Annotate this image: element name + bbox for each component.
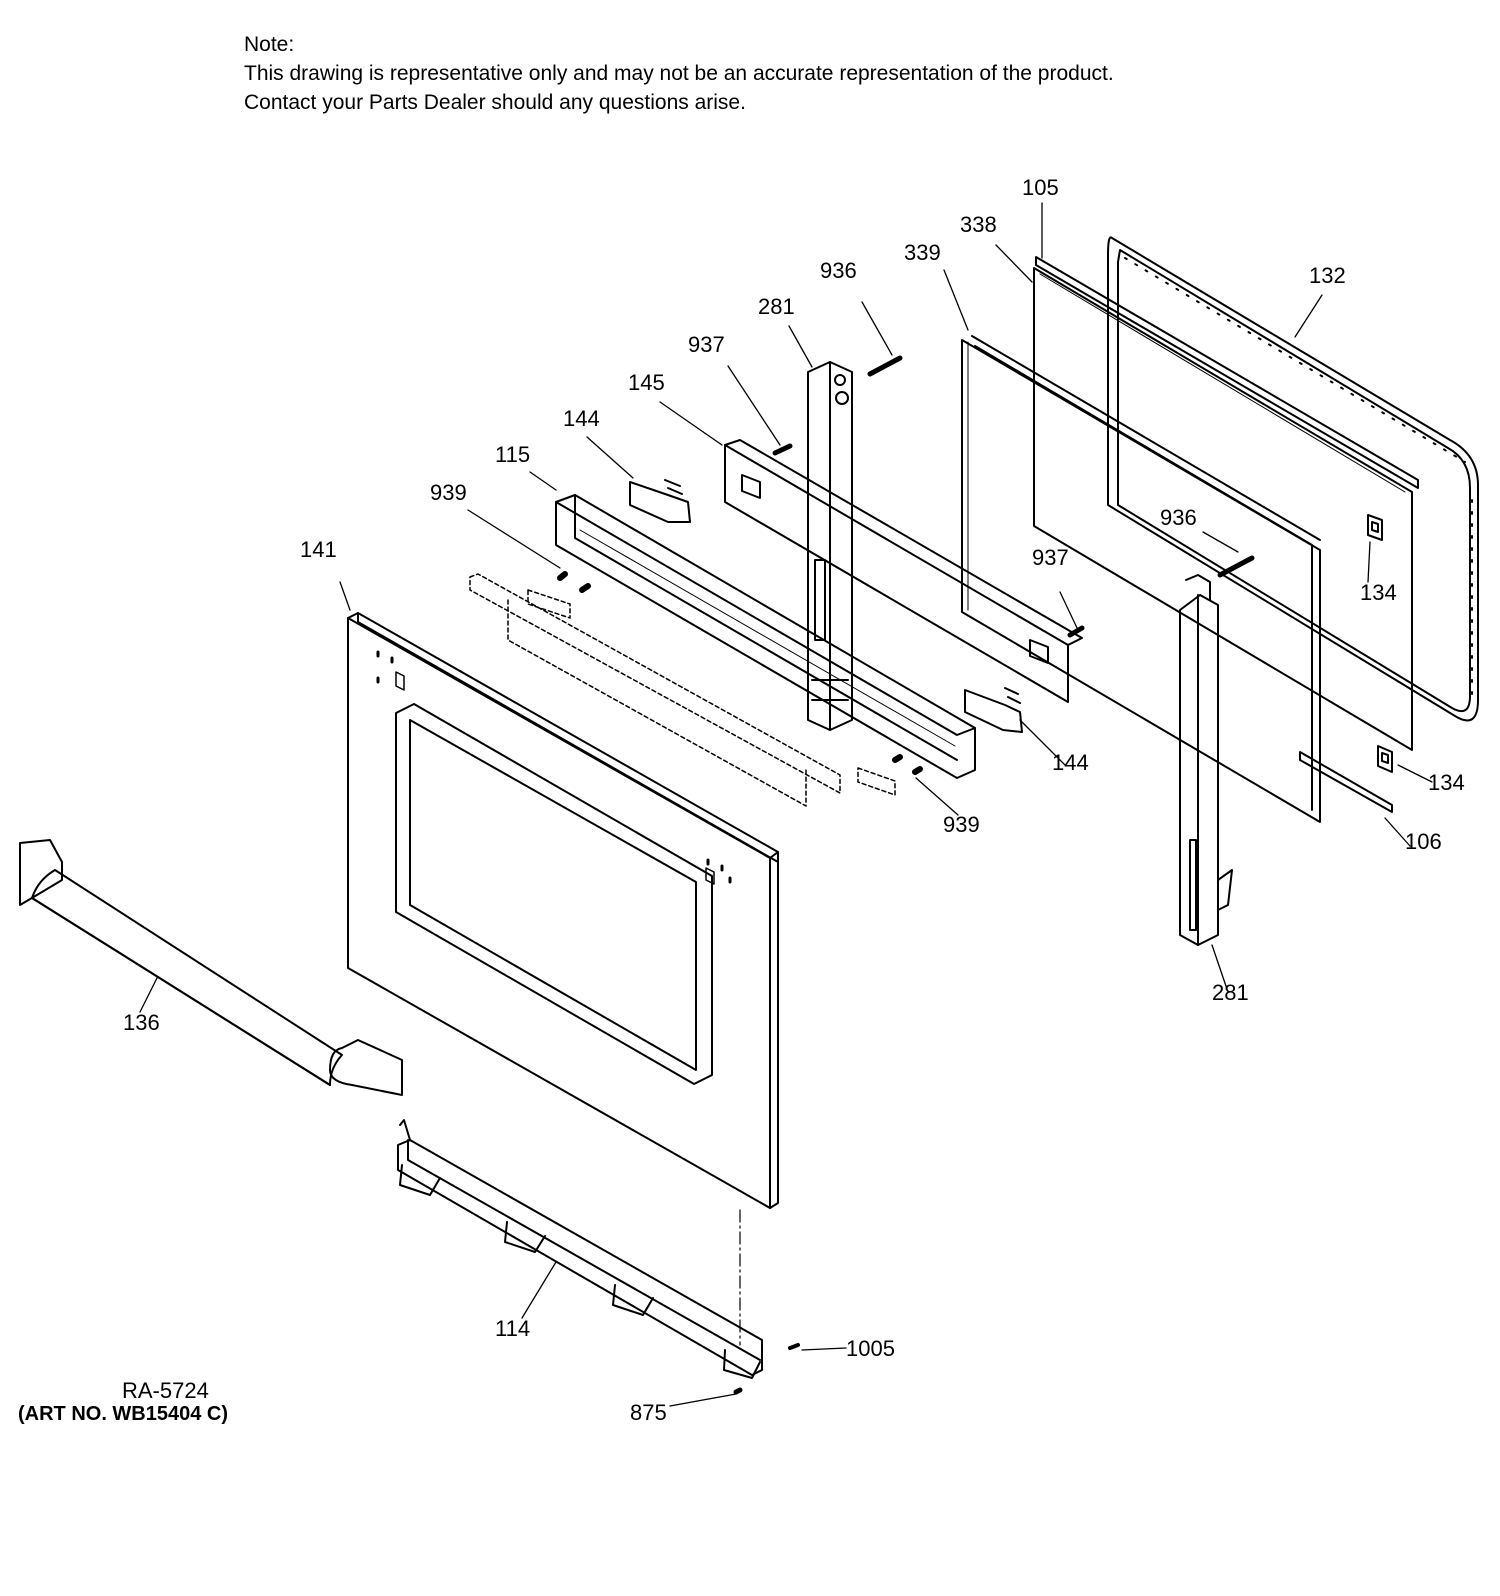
label-115: 115 xyxy=(495,442,530,467)
part-hinge-right xyxy=(1179,574,1233,946)
label-144-lower: 144 xyxy=(1052,750,1089,775)
label-939-lower: 939 xyxy=(943,812,980,837)
part-gasket-top xyxy=(1035,256,1419,489)
part-gasket-bottom xyxy=(1299,751,1393,813)
part-outer-panel xyxy=(1107,236,1479,722)
label-339: 339 xyxy=(904,240,941,265)
part-clip-upper xyxy=(1367,514,1383,541)
note-heading: Note: xyxy=(244,33,295,56)
part-inner-glass xyxy=(1033,267,1413,751)
part-bracket-plate xyxy=(724,439,1083,703)
label-134-lower: 134 xyxy=(1428,770,1465,795)
label-936-top: 936 xyxy=(820,258,857,283)
part-bottom-rail xyxy=(397,1119,763,1379)
drawing-reference: RA-5724 xyxy=(122,1378,209,1403)
label-105: 105 xyxy=(1022,175,1059,200)
part-clip-lower xyxy=(1377,745,1393,773)
part-glass-pack xyxy=(961,335,1321,823)
part-hinge-receiver-upper xyxy=(629,479,691,523)
label-106: 106 xyxy=(1405,829,1442,854)
label-134-upper: 134 xyxy=(1360,580,1397,605)
part-front-door xyxy=(347,612,779,1209)
note-line-1: This drawing is representative only and … xyxy=(244,62,1114,85)
part-hinge-left xyxy=(807,361,853,731)
label-141: 141 xyxy=(300,537,337,562)
label-144-top: 144 xyxy=(563,406,600,431)
label-338: 338 xyxy=(960,212,997,237)
leader-lines xyxy=(139,202,1433,1407)
label-937-right: 937 xyxy=(1032,545,1069,570)
disclaimer-note: Note: This drawing is representative onl… xyxy=(244,30,1114,117)
part-hinge-receiver-lower xyxy=(964,687,1023,733)
art-number: (ART NO. WB15404 C) xyxy=(18,1403,228,1425)
label-937-top: 937 xyxy=(688,332,725,357)
part-hidden-shield xyxy=(469,573,896,807)
part-top-trim xyxy=(555,494,976,779)
note-line-2: Contact your Parts Dealer should any que… xyxy=(244,91,746,114)
label-936-right: 936 xyxy=(1160,505,1197,530)
part-handle xyxy=(19,839,403,1096)
label-114: 114 xyxy=(495,1316,530,1341)
label-281-top: 281 xyxy=(758,294,795,319)
label-939-top: 939 xyxy=(430,480,467,505)
label-132: 132 xyxy=(1309,263,1346,288)
label-145: 145 xyxy=(628,370,665,395)
label-875: 875 xyxy=(630,1400,667,1425)
part-screws xyxy=(557,355,1255,1395)
label-1005: 1005 xyxy=(846,1336,895,1361)
label-281-lower: 281 xyxy=(1212,980,1249,1005)
label-136: 136 xyxy=(123,1010,160,1035)
